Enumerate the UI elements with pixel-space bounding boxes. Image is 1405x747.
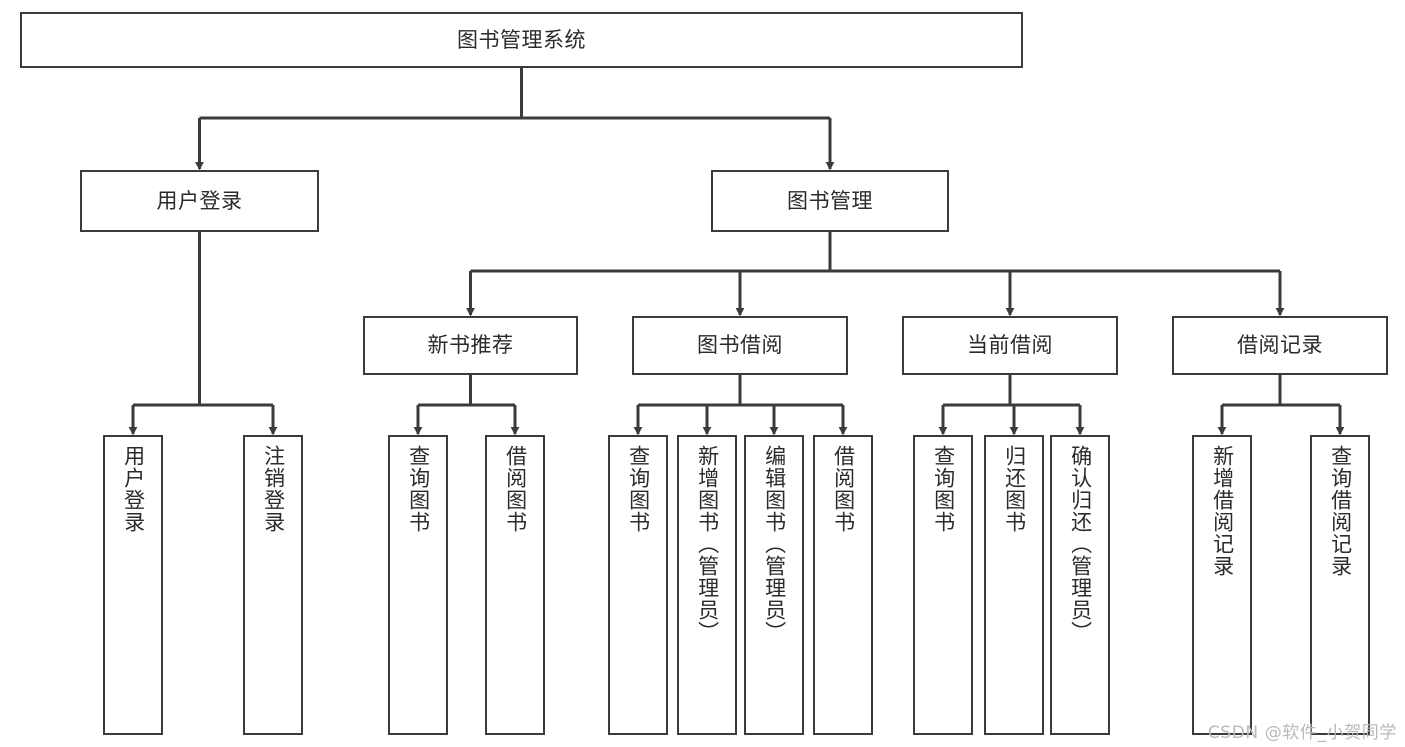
node-leaf-edit-book[interactable]: 编辑图书（管理员） (744, 435, 804, 735)
node-label-user-login: 用户登录 (156, 188, 243, 213)
node-label-root: 图书管理系统 (457, 27, 586, 52)
node-label-leaf-borrow-book-1: 借阅图书 (503, 445, 528, 533)
node-label-book-manage: 图书管理 (787, 188, 873, 213)
node-new-book-recommend[interactable]: 新书推荐 (363, 316, 578, 375)
node-leaf-query-book-1[interactable]: 查询图书 (388, 435, 448, 735)
node-label-leaf-add-record: 新增借阅记录 (1210, 445, 1235, 577)
node-leaf-return-book[interactable]: 归还图书 (984, 435, 1044, 735)
node-label-leaf-query-book-3: 查询图书 (931, 445, 956, 533)
node-label-leaf-add-book: 新增图书（管理员） (695, 445, 720, 643)
node-leaf-user-login[interactable]: 用户登录 (103, 435, 163, 735)
node-label-current-borrow: 当前借阅 (967, 333, 1053, 358)
node-label-leaf-user-login: 用户登录 (121, 445, 146, 533)
node-label-leaf-logout: 注销登录 (261, 445, 286, 533)
node-leaf-borrow-book-1[interactable]: 借阅图书 (485, 435, 545, 735)
node-label-leaf-borrow-book-2: 借阅图书 (831, 445, 856, 533)
node-label-leaf-edit-book: 编辑图书（管理员） (762, 445, 787, 643)
node-leaf-logout[interactable]: 注销登录 (243, 435, 303, 735)
node-book-manage[interactable]: 图书管理 (711, 170, 949, 232)
node-book-borrow[interactable]: 图书借阅 (632, 316, 848, 375)
node-label-leaf-query-record: 查询借阅记录 (1328, 445, 1353, 577)
node-label-leaf-query-book-1: 查询图书 (406, 445, 431, 533)
node-leaf-query-book-2[interactable]: 查询图书 (608, 435, 668, 735)
node-user-login[interactable]: 用户登录 (80, 170, 319, 232)
node-borrow-record[interactable]: 借阅记录 (1172, 316, 1388, 375)
node-label-leaf-query-book-2: 查询图书 (626, 445, 651, 533)
node-leaf-query-book-3[interactable]: 查询图书 (913, 435, 973, 735)
node-leaf-confirm-return[interactable]: 确认归还（管理员） (1050, 435, 1110, 735)
node-leaf-query-record[interactable]: 查询借阅记录 (1310, 435, 1370, 735)
node-label-leaf-confirm-return: 确认归还（管理员） (1068, 445, 1093, 643)
node-label-borrow-record: 借阅记录 (1237, 333, 1323, 358)
node-label-leaf-return-book: 归还图书 (1002, 445, 1027, 533)
node-label-new-book-recommend: 新书推荐 (427, 333, 514, 358)
node-leaf-borrow-book-2[interactable]: 借阅图书 (813, 435, 873, 735)
node-root[interactable]: 图书管理系统 (20, 12, 1023, 68)
node-leaf-add-book[interactable]: 新增图书（管理员） (677, 435, 737, 735)
node-leaf-add-record[interactable]: 新增借阅记录 (1192, 435, 1252, 735)
node-current-borrow[interactable]: 当前借阅 (902, 316, 1118, 375)
node-label-book-borrow: 图书借阅 (697, 333, 783, 358)
